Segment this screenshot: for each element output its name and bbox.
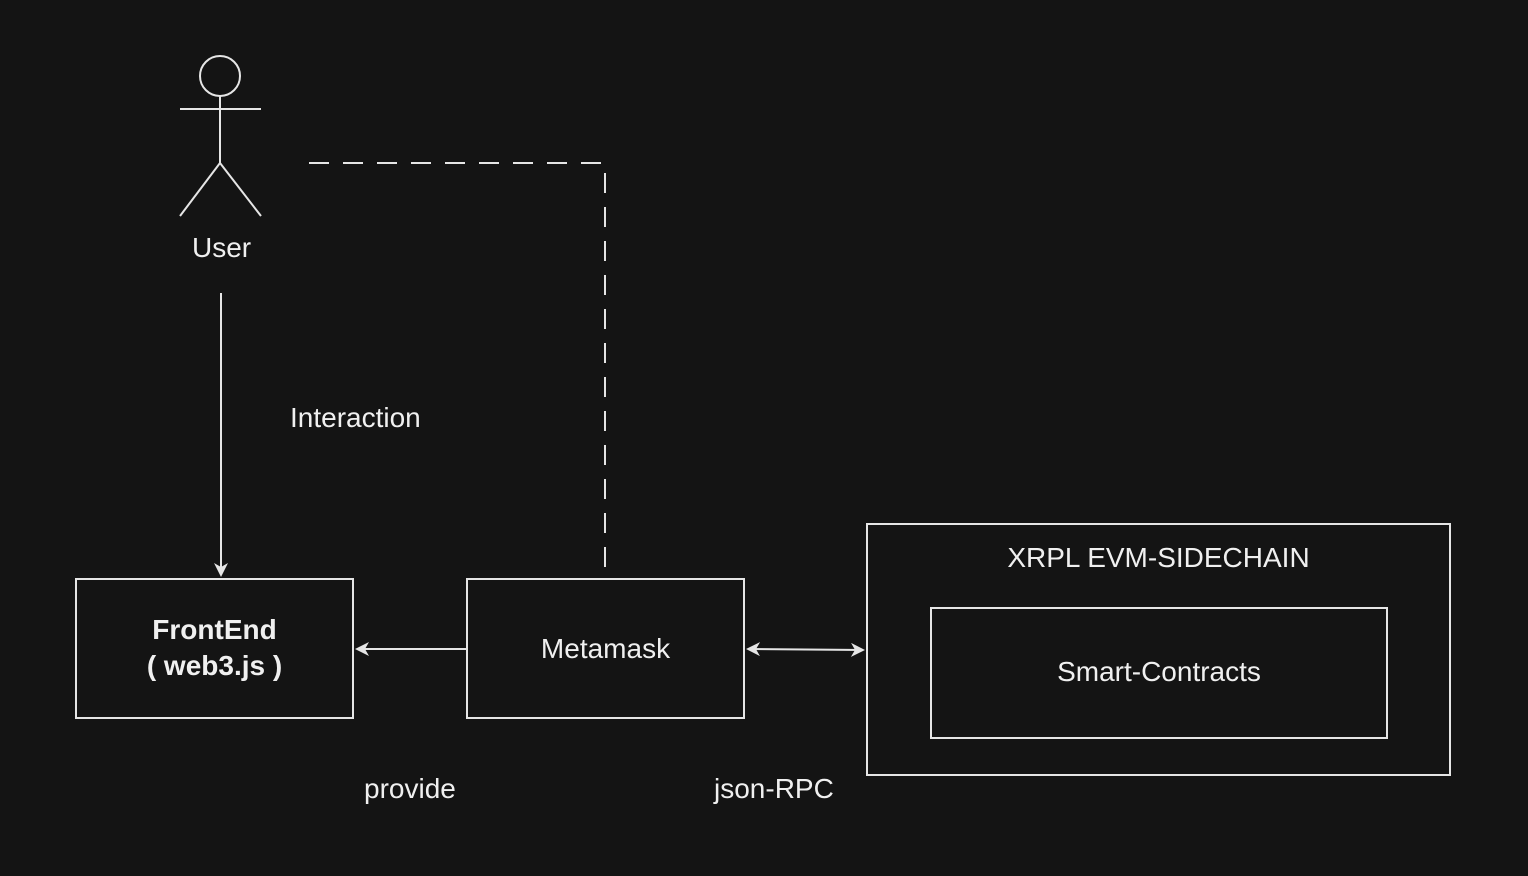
frontend-title: FrontEnd [152,614,277,645]
interaction-label: Interaction [290,402,421,433]
provide-label: provide [364,773,456,804]
smart-contracts-box[interactable]: Smart-Contracts [930,607,1388,739]
xrpl-evm-sidechain-box[interactable]: XRPL EVM-SIDECHAIN Smart-Contracts [866,523,1451,776]
user-head [199,55,241,97]
user-left-leg [179,162,221,217]
json-rpc-arrow [746,642,865,657]
user-right-leg [219,162,262,217]
user-label: User [192,232,252,263]
frontend-subtitle: ( web3.js ) [146,650,283,681]
metamask-label: Metamask [540,633,671,664]
sidechain-title: XRPL EVM-SIDECHAIN [1007,542,1310,573]
json-rpc-label: json-RPC [714,773,834,804]
user-actor-icon [179,55,262,217]
metamask-box[interactable]: Metamask [466,578,745,719]
frontend-box[interactable]: FrontEnd ( web3.js ) [75,578,354,719]
user-metamask-dashed-connector [309,162,606,578]
smart-contracts-label: Smart-Contracts [1057,656,1261,687]
